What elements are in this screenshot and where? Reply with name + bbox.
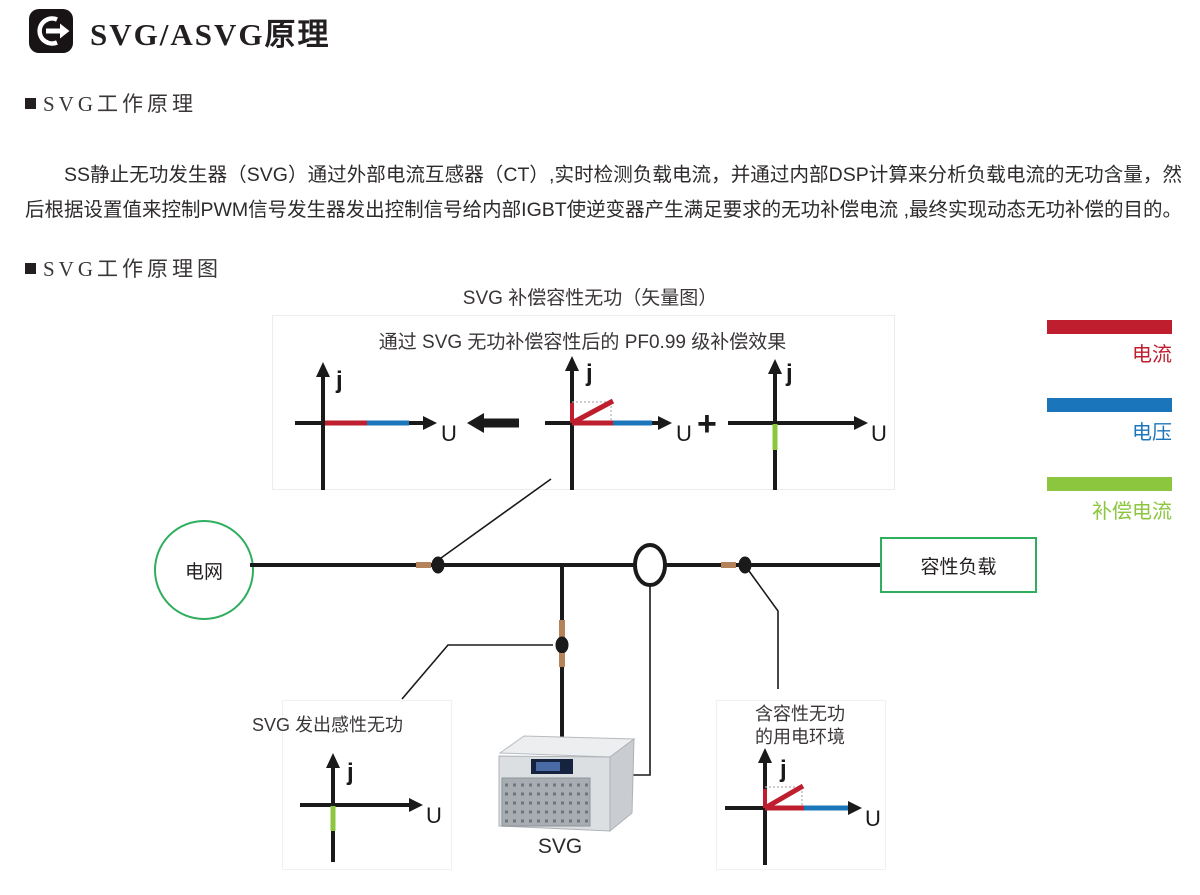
- svg-device-label: SVG: [537, 835, 583, 858]
- power-bus: [250, 543, 880, 587]
- export-arrow-icon: [29, 9, 73, 53]
- legend-label-compensation: 补偿电流: [1092, 501, 1172, 523]
- legend-bar-compensation: [1047, 477, 1172, 491]
- page-title: SVG/ASVG原理: [90, 16, 331, 52]
- legend-label-current: 电流: [1132, 344, 1172, 366]
- capacitive-environment-label-line2: 的用电环境: [755, 727, 845, 747]
- current-transformer-icon: [633, 543, 667, 587]
- ct-sense-line: [622, 585, 651, 776]
- grid-label: 电网: [184, 561, 223, 583]
- legend-label-voltage: 电压: [1132, 422, 1172, 444]
- leader-to-effect-box: [440, 478, 552, 559]
- vector-diagram-title: SVG 补偿容性无功（矢量图）: [462, 288, 718, 309]
- capacitive-environment-label-line1: 含容性无功: [755, 704, 845, 724]
- principle-paragraph: SS静止无功发生器（SVG）通过外部电流互感器（CT）,实时检测负载电流，并通过…: [25, 163, 1182, 221]
- svg-branch: [555, 565, 569, 737]
- capacitive-environment-label: 含容性无功 的用电环境: [716, 703, 884, 749]
- connection-dot: [738, 556, 752, 574]
- working-principle-diagram: SVG 补偿容性无功（矢量图） 通过 SVG 无功补偿容性后的 PF0.99 级…: [0, 275, 1200, 895]
- section-heading-principle: SVG工作原理: [25, 88, 197, 118]
- compensation-effect-title: 通过 SVG 无功补偿容性后的 PF0.99 级补偿效果: [378, 332, 787, 353]
- connection-dot: [555, 636, 569, 654]
- section-heading-text: SVG工作原理: [43, 92, 198, 116]
- legend-bar-current: [1047, 320, 1172, 334]
- device-grille: [501, 777, 591, 827]
- section-heading-text: SVG工作原理图: [43, 257, 223, 281]
- inductive-output-panel: [282, 700, 452, 870]
- section-heading-working-diagram: SVG工作原理图: [25, 253, 222, 283]
- page-header: SVG/ASVG原理: [28, 8, 330, 54]
- leader-to-left-panel: [401, 644, 553, 700]
- square-bullet-icon: [25, 97, 36, 109]
- square-bullet-icon: [25, 262, 36, 274]
- device-display: [531, 759, 573, 774]
- grid-node: 电网: [154, 520, 254, 620]
- inductive-output-label: SVG 发出感性无功: [252, 715, 404, 735]
- leader-to-right-panel: [748, 570, 779, 689]
- legend-bar-voltage: [1047, 398, 1172, 412]
- capacitive-load-node: 容性负载: [880, 537, 1037, 593]
- capacitive-load-label: 容性负载: [920, 556, 997, 578]
- svg-device-illustration: [498, 735, 636, 833]
- connection-dot: [431, 556, 445, 574]
